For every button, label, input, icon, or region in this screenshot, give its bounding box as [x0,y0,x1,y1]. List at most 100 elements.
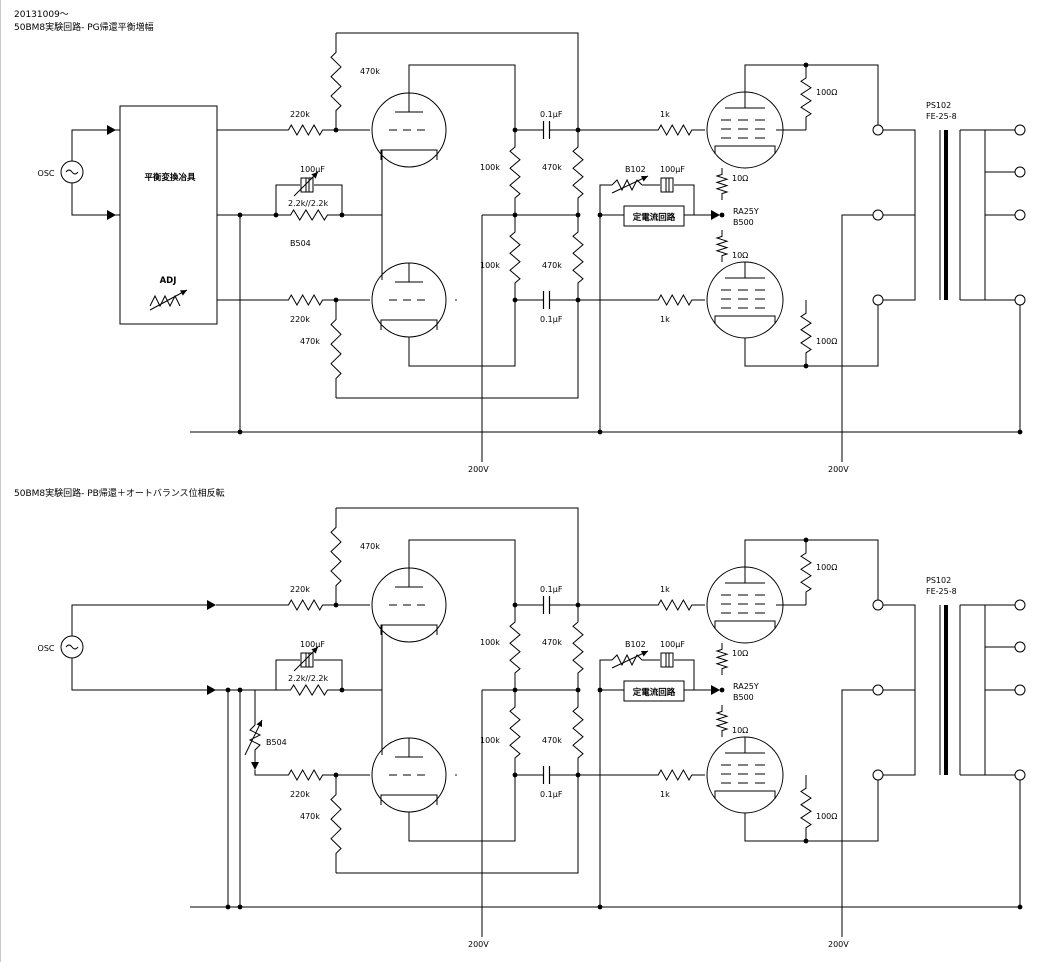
label: 100k [480,163,500,172]
arrow-icon [311,647,318,654]
arrow-icon [107,210,116,220]
label: 470k [542,163,562,172]
arrow-icon [251,762,259,770]
label: 100μF [300,165,325,174]
resistor [645,598,705,612]
wire [336,32,579,130]
cathode [714,790,776,799]
wire [336,300,579,399]
label: 470k [360,542,380,551]
resistor [330,300,342,398]
wire [336,775,579,874]
junction-dot [455,299,457,301]
junction-dot [455,774,457,776]
label: 1k [660,790,670,799]
label: 220k [290,110,310,119]
wire [408,775,516,842]
wire [744,775,879,842]
wire [744,64,879,130]
label: 100Ω [816,337,837,346]
label: B500 [733,693,754,702]
wire [841,689,878,937]
wire [275,184,300,215]
label: 0.1μF [540,315,563,324]
resistor [715,168,729,200]
resistor [248,724,262,762]
label: 100k [480,261,500,270]
wire [744,539,879,605]
label: 定電流回路 [632,687,676,698]
label: 1k [660,315,670,324]
cathode [380,319,438,330]
arrow-icon [311,172,318,179]
arrow-icon [180,290,187,296]
wire [336,507,579,605]
label: 220k [290,790,310,799]
junction-dot [225,904,231,910]
label: ADJ [160,276,177,286]
label: 100k [480,736,500,745]
wire [244,719,263,756]
wire [408,539,516,605]
label: 0.1μF [540,585,563,594]
label: 100Ω [816,812,837,821]
label: 200V [468,940,489,949]
resistor [509,130,521,215]
terminal [1014,769,1026,781]
terminal [872,294,884,306]
wire [599,659,612,690]
label: 100μF [300,640,325,649]
label: 1k [660,585,670,594]
resistor [509,215,521,300]
arrow-icon [711,685,720,695]
label: 100k [480,638,500,647]
resistor [509,690,521,775]
label: 10Ω [732,251,748,260]
terminal [872,124,884,136]
resistor [715,643,729,675]
wire [275,659,300,690]
capacitor [300,652,314,668]
label: 100Ω [816,563,837,572]
wire [599,184,612,215]
resistor [572,215,584,300]
capacitor [660,652,674,668]
terminal [1014,641,1026,653]
terminal [1014,209,1026,221]
terminal [872,769,884,781]
label: PS102 [926,576,951,585]
junction-dot [237,429,243,435]
label: OSC [38,644,55,653]
resistor [509,605,521,690]
arrow-icon [641,650,648,657]
label: PS102 [926,101,951,110]
label: B102 [625,165,646,174]
resistor [645,123,705,137]
cathode [380,149,438,160]
label: 470k [300,337,320,346]
junction-dot [803,838,809,844]
resistor [800,540,812,605]
wire [254,770,275,776]
label: 100μF [660,165,685,174]
wire [408,300,516,367]
wire [408,64,516,130]
label: OSC [38,169,55,178]
label: 2.2k//2.2k [288,199,328,208]
resistor [572,130,584,215]
label: B504 [290,239,311,248]
wire [744,300,879,367]
resistor [330,775,342,873]
junction-dot [803,62,809,68]
wire [71,183,120,216]
label: 470k [542,261,562,270]
terminal [872,684,884,696]
label: 10Ω [732,174,748,183]
resistor [611,178,643,192]
resistor [800,65,812,130]
label: 100Ω [816,88,837,97]
